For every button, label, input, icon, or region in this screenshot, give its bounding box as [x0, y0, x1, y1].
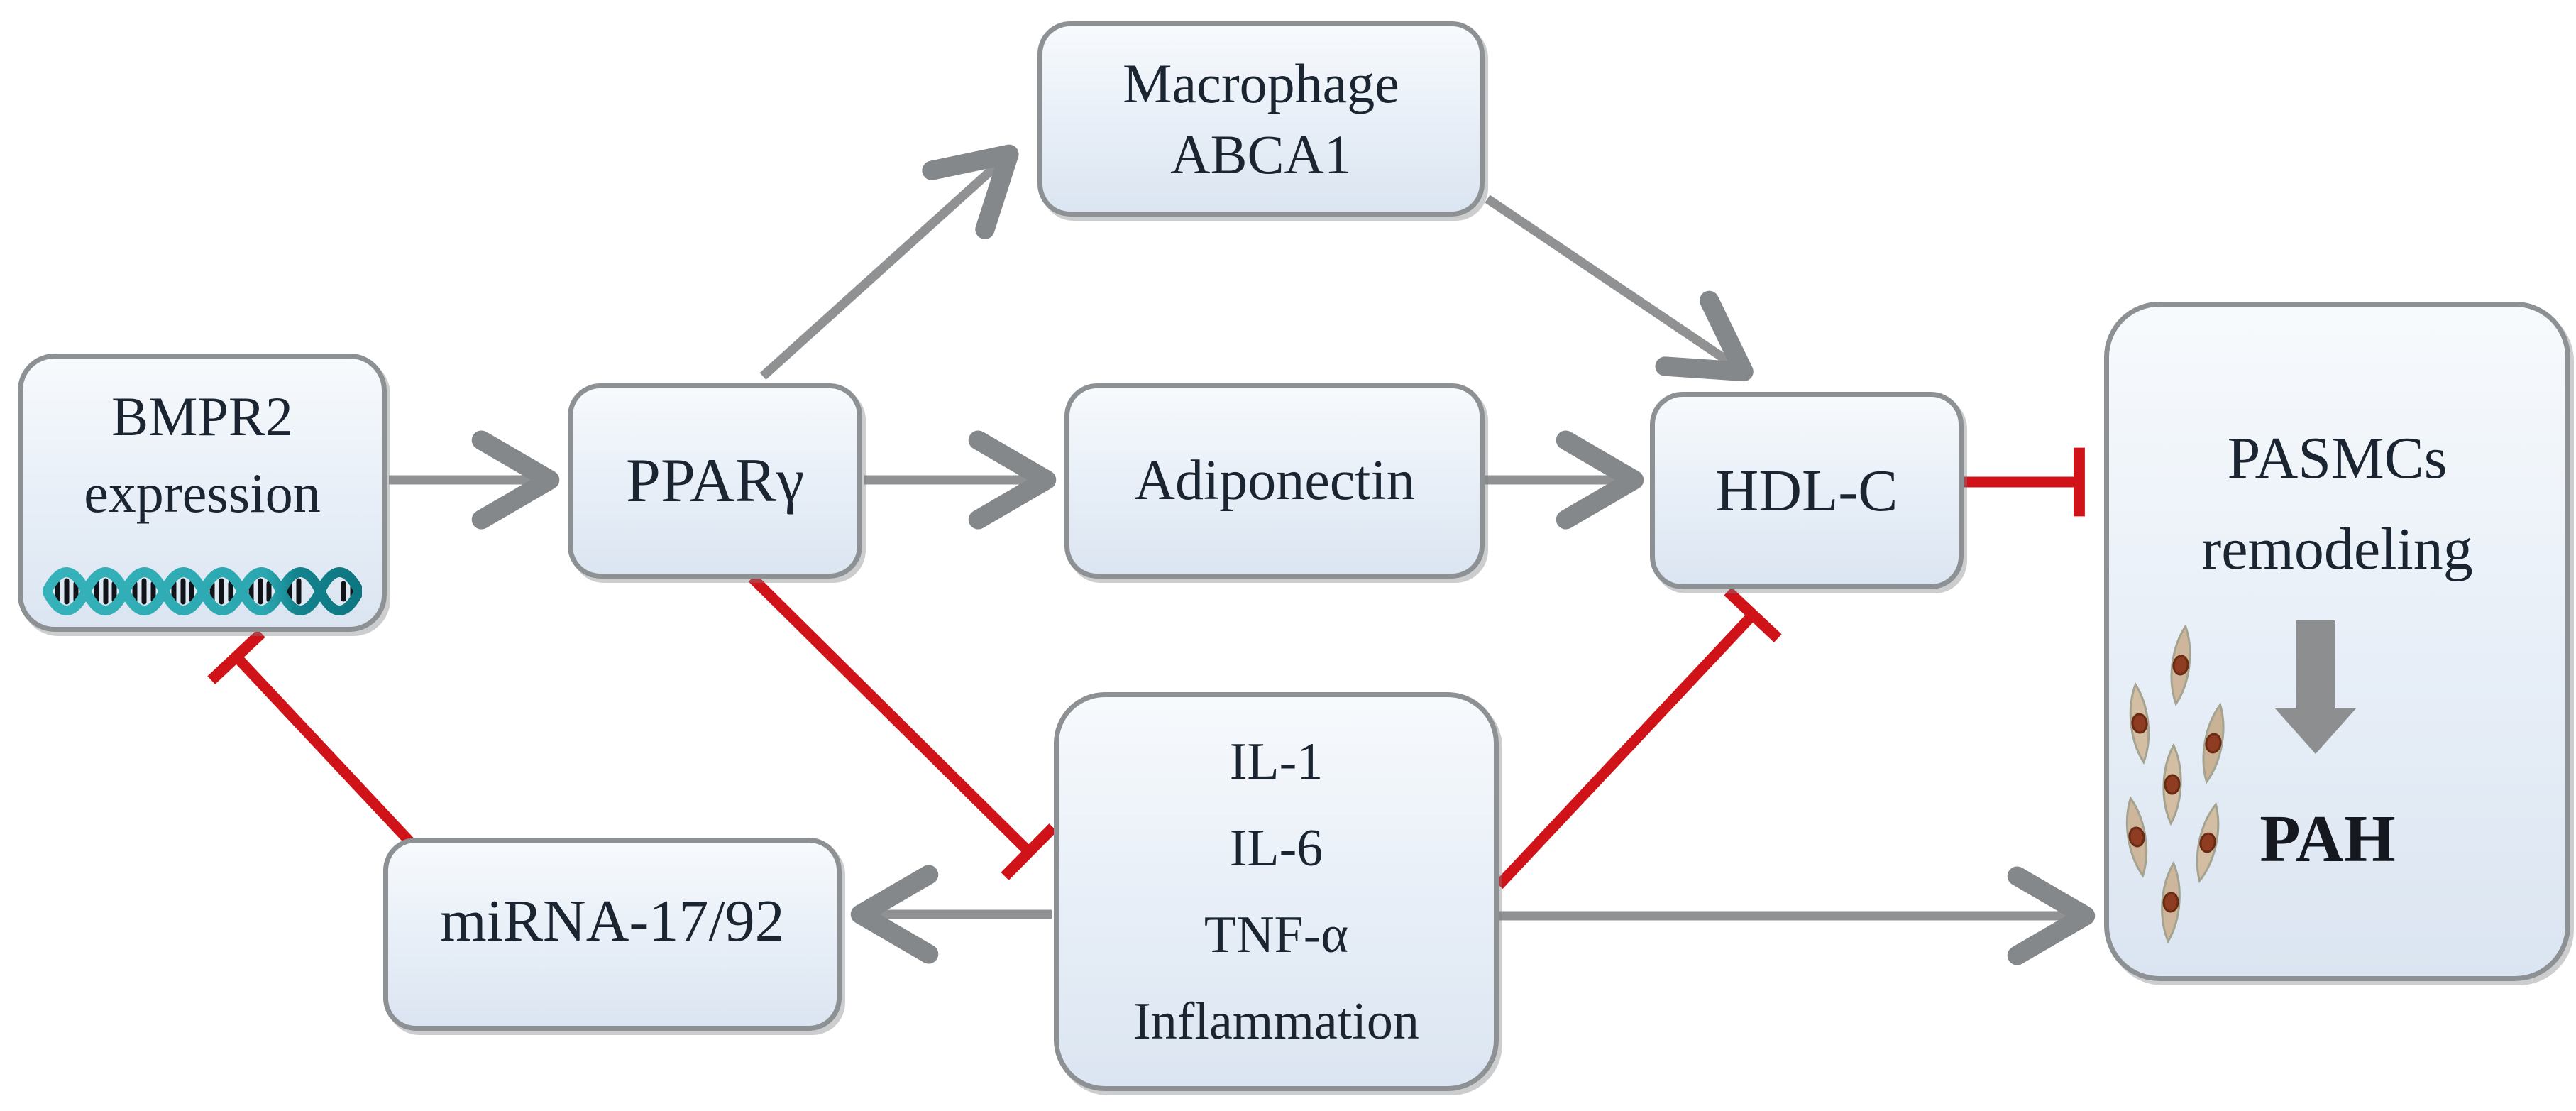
inhibition-lines	[207, 447, 2085, 890]
node-label: PPARγ	[626, 447, 804, 515]
inhibit-pparg-to-il	[748, 574, 1057, 880]
node-inflammation: IL-1 IL-6 TNF-α Inflammation	[1054, 692, 1499, 1091]
inhibit-il-to-hdlc	[1495, 587, 1782, 890]
pah-outcome-label: PAH	[2259, 802, 2396, 876]
smooth-muscle-cells-icon	[2125, 625, 2225, 944]
node-mirna-17-92: miRNA-17/92	[383, 838, 842, 1031]
node-adiponectin: Adiponectin	[1064, 383, 1485, 579]
arrow-macrophage-to-hdlc	[1485, 195, 1754, 382]
node-label: remodeling	[2201, 516, 2473, 582]
node-hdl-c: HDL-C	[1650, 392, 1964, 589]
node-label: Macrophage	[1123, 52, 1399, 114]
node-label: ABCA1	[1170, 123, 1352, 185]
node-macrophage-abca1: Macrophage ABCA1	[1037, 21, 1485, 217]
down-arrow-icon	[2275, 620, 2356, 754]
node-label: Inflammation	[1133, 992, 1419, 1051]
node-label: miRNA-17/92	[440, 888, 785, 954]
inhibit-mirna-to-bmpr2	[207, 629, 414, 846]
node-label: Adiponectin	[1134, 449, 1415, 512]
node-label: IL-1	[1229, 733, 1323, 791]
node-label: BMPR2	[111, 385, 293, 447]
node-label: IL-6	[1229, 819, 1323, 877]
node-pparg: PPARγ	[568, 383, 862, 579]
arrow-pparg-to-macrophage	[759, 144, 1019, 380]
node-label: expression	[84, 462, 321, 524]
node-label: TNF-α	[1204, 906, 1349, 964]
dna-helix-icon	[43, 567, 362, 615]
activation-arrows	[389, 144, 2096, 965]
node-label: HDL-C	[1715, 457, 1898, 524]
node-label: PASMCs	[2227, 425, 2448, 491]
